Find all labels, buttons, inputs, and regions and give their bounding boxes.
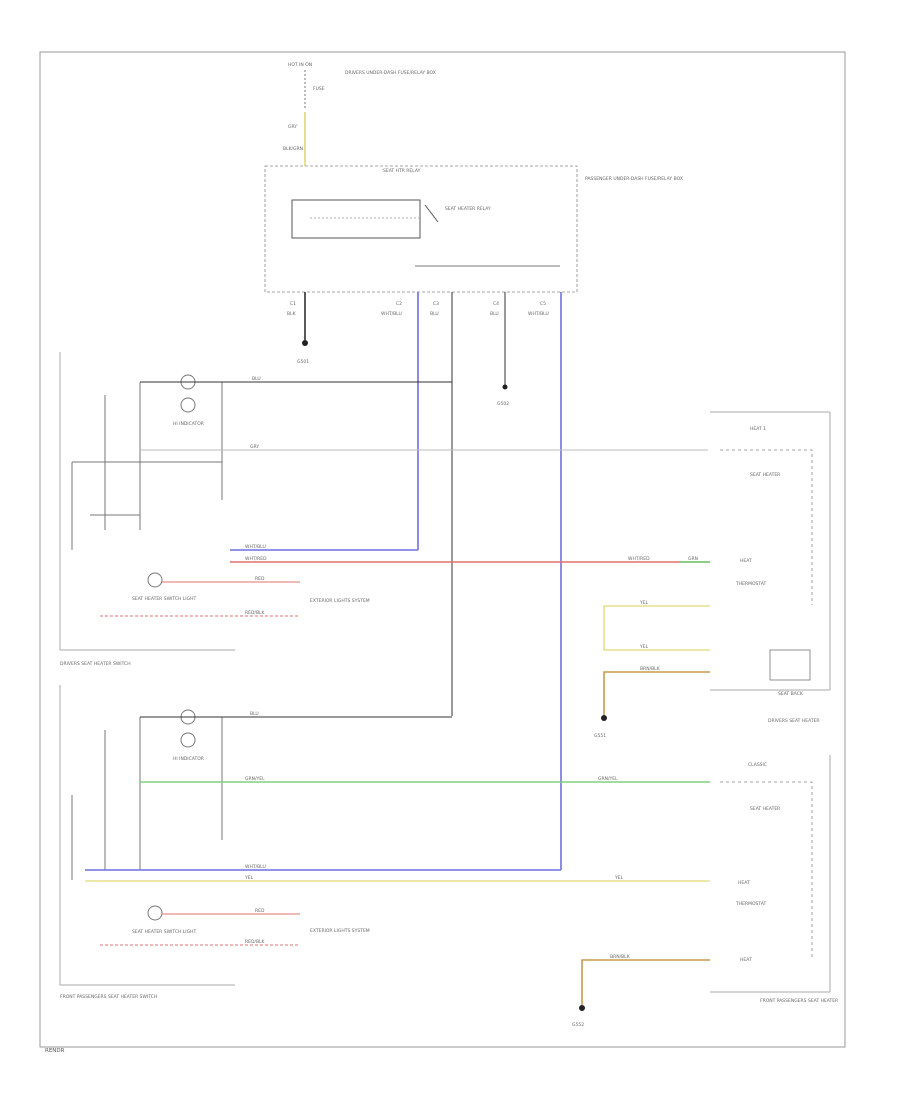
passenger-relay-box [264, 165, 578, 293]
ground-g502-dot [502, 384, 508, 390]
passenger-brown-wire [581, 959, 710, 1005]
ground-g551: G551 [594, 733, 606, 739]
ground-g552-dot [579, 1005, 585, 1011]
ground-g502: G502 [497, 401, 509, 407]
passenger-seat-light-label: SEAT HEATER SWITCH LIGHT [132, 929, 196, 935]
driver-exterior-label: EXTERIOR LIGHTS SYSTEM [310, 598, 370, 604]
passenger-wire-yel-right: YEL [614, 875, 624, 881]
box-header: SEAT HTR RELAY [383, 168, 421, 174]
driver-seat-back-label: SEAT BACK [778, 691, 804, 697]
passenger-sensor-sub: CLASSIC [748, 762, 767, 768]
diagram-frame [39, 51, 846, 1048]
passenger-thermostat-label: THERMOSTAT [735, 901, 767, 907]
driver-wire-yel-2: YEL [639, 644, 649, 650]
pin-wire-2: WHT/BLU [381, 311, 402, 317]
passenger-thermostat-heat: HEAT [738, 880, 750, 886]
passenger-switch-title: FRONT PASSENGERS SEAT HEATER SWITCH [60, 994, 157, 1000]
driver-wire-light-2: RED/BLK [245, 610, 266, 616]
pin-label-5: C5 [540, 301, 546, 307]
driver-indicator-lamp-2 [180, 397, 196, 413]
pin-label-4: C4 [493, 301, 499, 307]
driver-wire-mid: GRY [250, 444, 259, 450]
driver-wire-grn-right: GRN [688, 556, 698, 562]
ground-g552: G552 [572, 1022, 584, 1028]
passenger-assembly-label: FRONT PASSENGERS SEAT HEATER [760, 998, 838, 1004]
passenger-indicator-label: HI INDICATOR [173, 756, 204, 762]
passenger-wire-blu: WHT/BLU [245, 864, 266, 870]
passenger-heater-element [720, 781, 813, 960]
driver-assembly-label: DRIVERS SEAT HEATER [768, 718, 820, 724]
driver-indicator-label: HI INDICATOR [173, 421, 204, 427]
passenger-indicator-lamp-2 [180, 732, 196, 748]
passenger-seat-light-lamp [147, 905, 163, 921]
driver-thermostat-heat: HEAT [740, 558, 752, 564]
pin-label-3: C3 [433, 301, 439, 307]
driver-switch-title: DRIVERS SEAT HEATER SWITCH [60, 661, 131, 667]
driver-seat-light-lamp [147, 572, 163, 588]
passenger-wire-grn: GRN/YEL [245, 776, 265, 782]
passenger-wire-light-1: RED [255, 908, 265, 914]
fuse-block-label: DRIVERS UNDER-DASH FUSE/RELAY BOX [345, 70, 436, 76]
ground-g501-dot [302, 340, 308, 346]
driver-wire-blu: WHT/BLU [245, 544, 266, 550]
driver-thermostat-label: THERMOSTAT [735, 581, 767, 587]
pin-wire-5: WHT/BLU [528, 311, 549, 317]
driver-wire-red-right: WHT/RED [628, 556, 650, 562]
driver-wire-light-1: RED [255, 576, 265, 582]
passenger-wire-light-2: RED/BLK [245, 939, 266, 945]
driver-wire-yel-1: YEL [639, 600, 649, 606]
passenger-wire-top: BLU [250, 711, 259, 717]
driver-heater-element [720, 449, 813, 605]
driver-yellow-loop [603, 605, 710, 651]
pin-label-1: C1 [290, 301, 296, 307]
ground-g551-dot [601, 715, 607, 721]
ground-g501: G501 [297, 359, 309, 365]
passenger-wire-grn-right: GRN/YEL [598, 776, 618, 782]
driver-sensor-sub: HEAT 1 [750, 426, 766, 432]
footer-code: RENDR [45, 1048, 65, 1054]
fuse-label: FUSE [313, 86, 325, 92]
driver-brown-wire [603, 671, 710, 715]
pin-wire-4: BLU [490, 311, 499, 317]
relay-switch [424, 204, 439, 223]
top-wire-2: BLK/GRN [283, 146, 303, 152]
pin-label-2: C2 [396, 301, 402, 307]
relay-coil [291, 199, 421, 239]
driver-sensor-label: SEAT HEATER [750, 472, 780, 478]
passenger-wire-yel: YEL [244, 875, 254, 881]
driver-seat-back-switch [769, 649, 811, 681]
driver-wire-top: BLU [252, 376, 261, 382]
passenger-heat-label: HEAT [740, 957, 752, 963]
pin-wire-3: BLU [430, 311, 439, 317]
driver-seat-light-label: SEAT HEATER SWITCH LIGHT [132, 596, 196, 602]
driver-wire-red: WHT/RED [245, 556, 267, 562]
pin-wire-1: BLK [287, 311, 297, 317]
passenger-exterior-label: EXTERIOR LIGHTS SYSTEM [310, 928, 370, 934]
passenger-box-label: PASSENGER UNDER-DASH FUSE/RELAY BOX [585, 176, 683, 182]
top-wire-1: GRY [288, 124, 297, 130]
hot-label: HOT IN ON [288, 62, 312, 68]
driver-wire-brn: BRN/BLK [640, 666, 661, 672]
passenger-sensor-label: SEAT HEATER [750, 806, 780, 812]
passenger-wire-brn: BRN/BLK [610, 954, 631, 960]
relay-label: SEAT HEATER RELAY [445, 206, 491, 212]
